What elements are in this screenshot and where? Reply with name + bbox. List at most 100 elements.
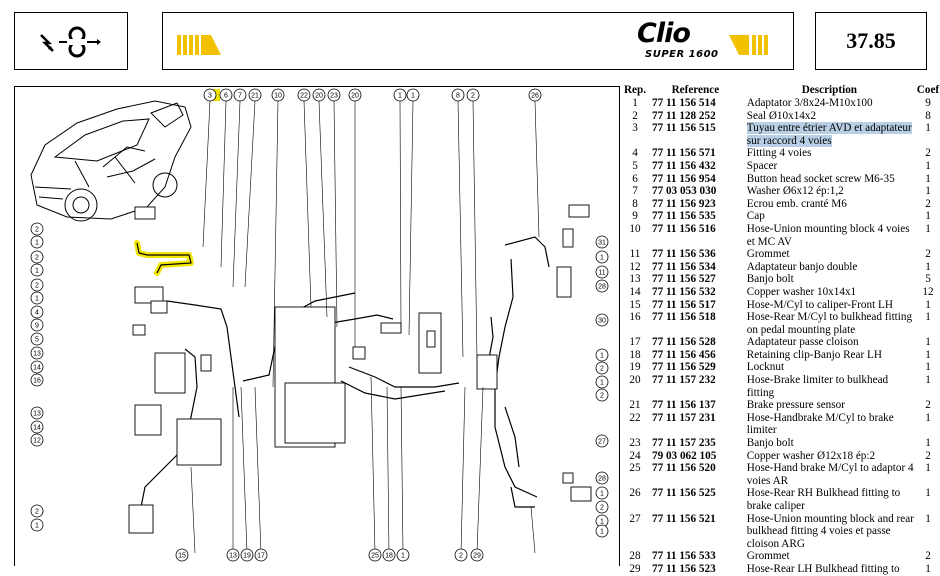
part-description: Hose-Union mounting block and rear bulkh… — [746, 512, 914, 550]
part-coef: 2 — [925, 449, 931, 462]
svg-text:2: 2 — [459, 553, 463, 560]
svg-text:16: 16 — [33, 378, 41, 385]
part-rep: 22 — [629, 411, 641, 424]
callout: 19 — [240, 548, 254, 562]
svg-text:2: 2 — [35, 227, 39, 234]
svg-text:10: 10 — [274, 93, 282, 100]
part-coef: 1 — [925, 411, 931, 424]
svg-text:2: 2 — [600, 505, 604, 512]
part-description: Hose-Brake limiter to bulkhead fitting — [746, 374, 889, 399]
part-reference: 79 03 062 105 — [651, 449, 717, 462]
part-coef: 1 — [925, 562, 931, 575]
callout: 8 — [451, 88, 465, 102]
part-description: Tuyau entre étrier AVD et adaptateur sur… — [746, 122, 912, 147]
callout: 10 — [271, 88, 285, 102]
part-reference: 77 11 156 456 — [651, 348, 716, 361]
callout: 1 — [595, 250, 609, 264]
svg-text:5: 5 — [35, 337, 39, 344]
callout: 1 — [393, 88, 407, 102]
svg-text:25: 25 — [371, 553, 379, 560]
part-reference: 77 11 157 235 — [651, 437, 716, 450]
callout: 1 — [30, 291, 44, 305]
col-rep: Rep. — [623, 84, 647, 97]
callout: 13 — [30, 406, 44, 420]
part-rep: 6 — [632, 172, 638, 185]
callout: 1 — [30, 263, 44, 277]
part-description: Banjo bolt — [746, 273, 794, 286]
callout: 13 — [226, 548, 240, 562]
part-coef: 1 — [925, 210, 931, 223]
part-description: Brake pressure sensor — [746, 399, 845, 412]
part-coef: 12 — [922, 285, 934, 298]
part-description: Cap — [746, 210, 765, 223]
part-rep: 23 — [629, 437, 641, 450]
part-description: Spacer — [746, 159, 778, 172]
svg-text:2: 2 — [600, 366, 604, 373]
callout: 20 — [348, 88, 362, 102]
part-coef: 2 — [925, 550, 931, 563]
part-coef: 1 — [925, 348, 931, 361]
callout: 2 — [595, 388, 609, 402]
callout: 4 — [30, 305, 44, 319]
svg-text:2: 2 — [35, 255, 39, 262]
svg-text:6: 6 — [224, 93, 228, 100]
part-description: Banjo bolt — [746, 437, 794, 450]
part-description: Grommet — [746, 550, 790, 563]
part-coef: 2 — [925, 147, 931, 160]
brand-sublogo: SUPER 1600 — [645, 49, 719, 60]
svg-text:1: 1 — [600, 380, 604, 387]
part-rep: 17 — [629, 336, 641, 349]
part-coef: 8 — [925, 109, 931, 122]
part-description: Locknut — [746, 361, 785, 374]
part-reference: 77 11 156 520 — [651, 462, 716, 475]
brake-circuit-icon — [40, 26, 101, 58]
svg-text:29: 29 — [473, 553, 481, 560]
svg-text:27: 27 — [598, 439, 606, 446]
part-reference: 77 11 156 571 — [651, 147, 716, 160]
highlighted-hose-item-3 — [134, 240, 194, 276]
part-description: Ecrou emb. cranté M6 — [746, 197, 847, 210]
part-reference: 77 03 053 030 — [651, 185, 717, 198]
svg-text:9: 9 — [35, 323, 39, 330]
svg-text:20: 20 — [351, 93, 359, 100]
yellow-stripes-right — [729, 35, 768, 55]
callout: 1 — [30, 235, 44, 249]
part-description: Hose-M/Cyl to caliper-Front LH — [746, 298, 893, 311]
part-rep: 29 — [629, 562, 641, 575]
part-reference: 77 11 156 954 — [651, 172, 716, 185]
svg-text:22: 22 — [300, 93, 308, 100]
callout: 2 — [30, 278, 44, 292]
svg-text:2: 2 — [600, 393, 604, 400]
part-coef: 9 — [925, 97, 931, 109]
part-coef: 1 — [925, 437, 931, 450]
part-rep: 20 — [629, 374, 641, 387]
svg-text:4: 4 — [35, 310, 39, 317]
svg-text:1: 1 — [600, 519, 604, 526]
part-rep: 25 — [629, 462, 641, 475]
part-coef: 1 — [925, 336, 931, 349]
callout: 2 — [30, 222, 44, 236]
part-reference: 77 11 156 923 — [651, 197, 716, 210]
part-reference: 77 11 156 534 — [651, 260, 716, 273]
callout: 31 — [595, 235, 609, 249]
part-coef: 1 — [925, 172, 931, 185]
svg-text:12: 12 — [33, 438, 41, 445]
part-rep: 24 — [629, 449, 641, 462]
